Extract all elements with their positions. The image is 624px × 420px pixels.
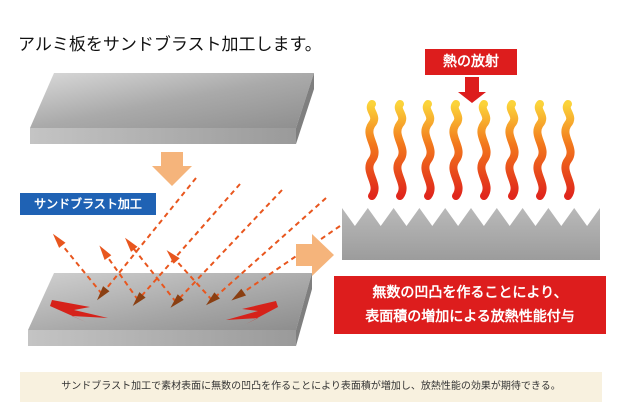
effect-callout: 無数の凹凸を作ることにより、 表面積の増加による放熱性能付与 [334, 276, 606, 334]
impact-arrowhead [97, 286, 110, 301]
particle-path [175, 189, 283, 303]
page-title: アルミ板をサンドブラスト加工します。 [18, 35, 322, 55]
particle-path [237, 225, 341, 297]
heat-wave-line [533, 100, 547, 200]
rebound-arrowhead [125, 237, 138, 252]
callout-line-1: 無数の凹凸を作ることにより、 [372, 285, 568, 301]
rebound-arrowhead [52, 233, 66, 248]
heat-wave-icon [365, 100, 575, 200]
heat-wave-line [505, 100, 519, 200]
particle-path [137, 183, 241, 301]
heat-arrow-down-icon [458, 77, 486, 103]
particle-path [211, 197, 327, 301]
caption-text: サンドブラスト加工で素材表面に無数の凹凸を作ることにより表面積が増加し、放熱性能… [61, 381, 561, 392]
aluminum-plate-before [30, 73, 314, 144]
rebound-arrowhead [166, 250, 180, 264]
heat-wave-line [393, 100, 407, 200]
particle-path [103, 251, 139, 301]
impact-arrowhead [206, 292, 220, 306]
rebound-arrowhead [99, 245, 112, 260]
particle-paths [57, 177, 341, 303]
particle-path [101, 177, 197, 295]
right-arrow-icon [296, 234, 334, 276]
heat-wave-line [449, 100, 463, 200]
surface-profile [342, 208, 600, 260]
heat-wave-line [561, 100, 575, 200]
heat-radiation-label: 熱の放射 [425, 49, 517, 75]
heat-wave-line [365, 100, 379, 200]
particle-path [57, 239, 103, 295]
particle-path [129, 243, 177, 303]
sandblast-label: サンドブラスト加工 [20, 193, 156, 215]
particle-arrowheads [52, 233, 246, 308]
impact-arrowhead [231, 288, 246, 301]
impact-arrowhead [132, 292, 146, 306]
heat-wave-line [477, 100, 491, 200]
caption-box: サンドブラスト加工で素材表面に無数の凹凸を作ることにより表面積が増加し、放熱性能… [20, 372, 602, 402]
particle-path [171, 255, 213, 301]
impact-arrowhead [170, 294, 184, 308]
aluminum-plate-blasted [28, 273, 312, 346]
callout-line-2: 表面積の増加による放熱性能付与 [365, 309, 575, 325]
impact-spark-icon [50, 300, 278, 324]
down-arrow-icon [152, 152, 192, 186]
heat-wave-line [421, 100, 435, 200]
